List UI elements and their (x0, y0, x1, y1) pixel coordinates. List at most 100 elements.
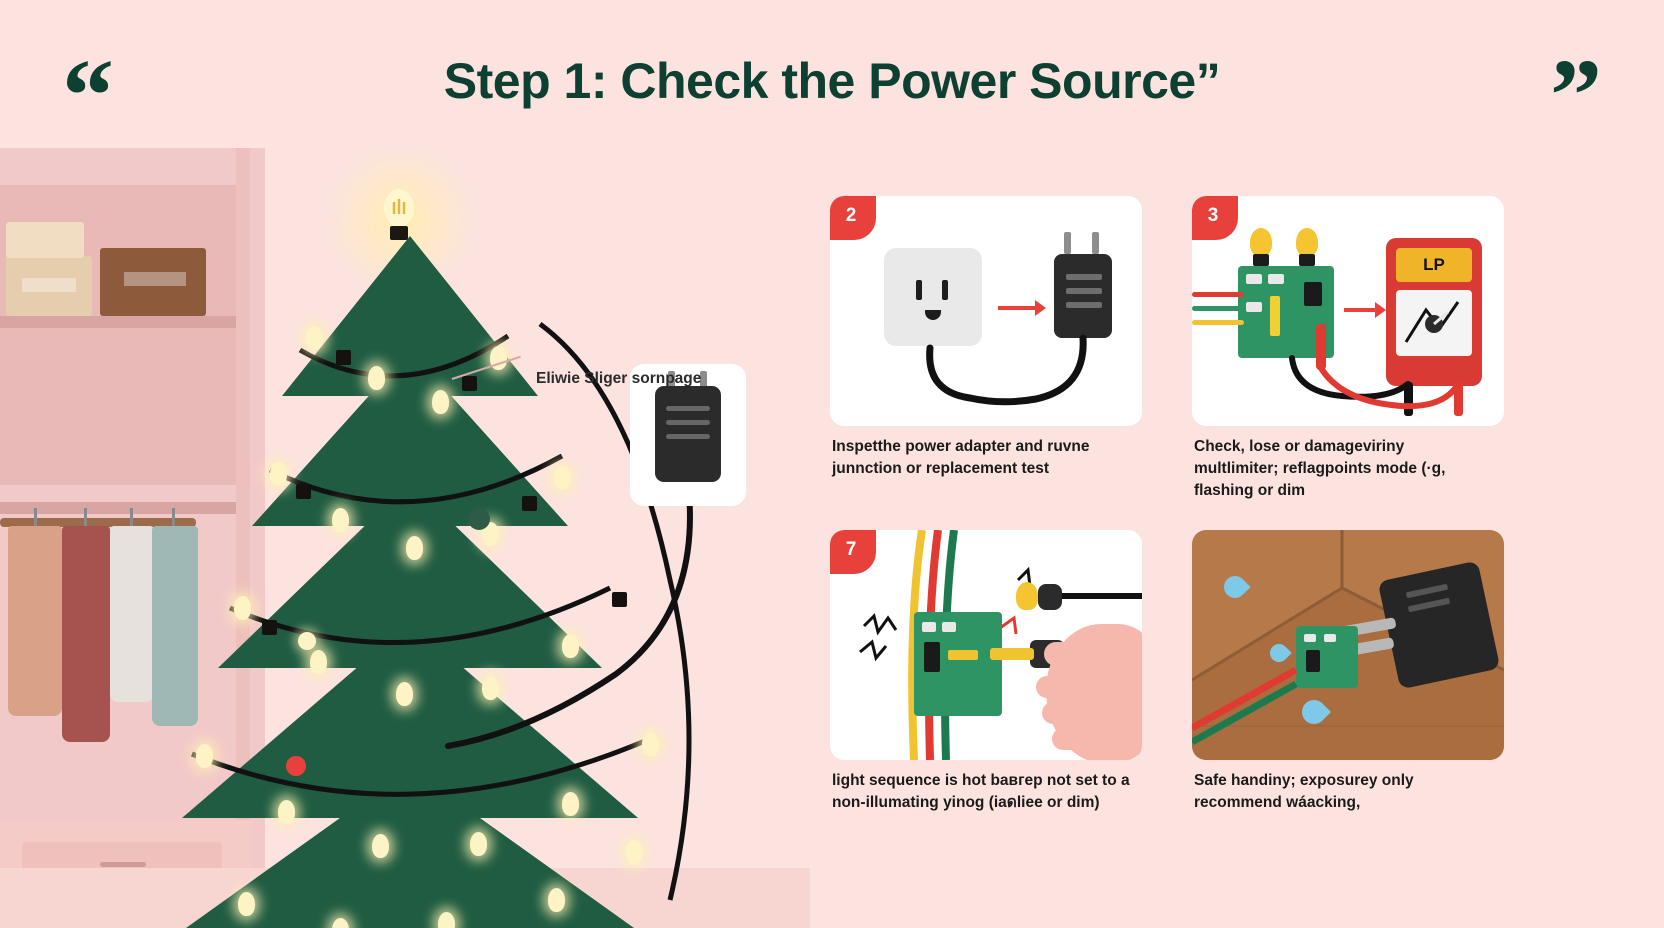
string-light (332, 508, 349, 532)
panel-step-7[interactable]: 7 light sequence is hot baвгер not set t… (830, 530, 1142, 860)
panel-2-caption: Inspetthe power adapter and ruvne junnct… (832, 436, 1144, 480)
string-light (548, 888, 565, 912)
panel-8-wires (1192, 666, 1298, 746)
panel-8-caption: Safe handiny; exposurey only recommend w… (1194, 770, 1506, 814)
string-light (554, 466, 571, 490)
adapter-vent (666, 406, 710, 411)
wire-green (1192, 306, 1244, 311)
panel-3-leads (1289, 355, 1461, 410)
probe-black (1404, 382, 1413, 416)
connector-pin (990, 648, 1034, 660)
panel-7-card: 7 (830, 530, 1142, 760)
panel-2-caption-line-2: junnction or replacement test (832, 460, 1050, 477)
string-light (372, 834, 389, 858)
panel-2-caption-line-1: Inspetthe power adapter and ruvne (832, 438, 1090, 455)
hanger-2 (84, 508, 87, 530)
garment-2 (62, 526, 110, 742)
hanger-3 (130, 508, 133, 530)
garment-3 (110, 526, 154, 702)
page-title: Step 1: Check the Power Source” (443, 53, 1221, 109)
plug-prong-right (1092, 232, 1099, 254)
string-light (310, 650, 327, 674)
string-light (562, 792, 579, 816)
string-light (270, 462, 287, 486)
flow-arrow-head (1035, 300, 1046, 316)
annotation-label: Eliwie Sliger sornpage (536, 370, 702, 387)
closet-tree-illustration: Eliwie Sliger sornpage (0, 130, 810, 928)
wire-yellow (1192, 320, 1244, 325)
string-light (306, 326, 323, 350)
finger-ring (1052, 728, 1106, 750)
panel-step-2[interactable]: 2 Inspetthe power adapter and ruvne junn… (830, 196, 1142, 526)
panel-8-caption-line-1: Safe handiny; exposurey only (1194, 772, 1414, 789)
pcb-chip (924, 642, 940, 672)
pcb-connector (948, 650, 978, 660)
adapter-vent (666, 434, 710, 439)
multimeter-screen: LP (1396, 248, 1472, 282)
mini-bulb-right-base (1299, 254, 1315, 266)
light-clip (296, 484, 311, 499)
adapter-prong-left (668, 371, 675, 389)
mini-bulb-left-base (1253, 254, 1269, 266)
closing-quote-mark: ” (1550, 38, 1602, 153)
closet-shelf-lower (0, 502, 250, 514)
string-light (396, 682, 413, 706)
storage-box-1-label (22, 278, 76, 292)
panel-7-caption: light sequence is hot baвгер not set to … (832, 770, 1144, 814)
adapter-prong-right (700, 371, 707, 389)
ornament-red (286, 756, 306, 776)
closet-rod (0, 518, 196, 527)
hanger-4 (172, 508, 175, 530)
panel-3-caption: Check, lose or damageviriny multlimiter;… (1194, 436, 1506, 502)
string-light (238, 892, 255, 916)
storage-box-2-label (124, 272, 186, 286)
mini-bulb-left (1250, 228, 1272, 256)
light-clip (262, 620, 277, 635)
pcb-pad (922, 622, 936, 632)
closet-shelf-upper (0, 316, 250, 328)
panel-8-caption-line-2: recommend wáacking, (1194, 794, 1361, 811)
panel-7-caption-line-1: light sequence is hot baвгер not set to … (832, 772, 1130, 789)
wall-outlet (884, 248, 982, 346)
string-light (626, 840, 643, 864)
panel-step-3[interactable]: LP 3 Check, lose or damageviriny multlim… (1192, 196, 1504, 526)
plug-body (1054, 254, 1112, 338)
christmas-tree (110, 140, 730, 928)
string-light (642, 732, 659, 756)
pcb-chip (1306, 650, 1320, 672)
wire-red (1192, 292, 1244, 297)
ornament-dark (468, 508, 490, 530)
string-light (406, 536, 423, 560)
string-light (278, 800, 295, 824)
light-string-wires (191, 321, 692, 901)
string-light (562, 634, 579, 658)
hanger-1 (34, 508, 37, 530)
outlet-slot-left (916, 280, 922, 300)
panel-7-badge: 7 (830, 530, 876, 574)
panel-2-cords (926, 334, 1087, 406)
multimeter-dial-icon (1404, 301, 1460, 343)
pcb-chip (1304, 282, 1322, 306)
string-light (432, 390, 449, 414)
plug-prong-left (1064, 232, 1071, 254)
mini-bulb (1016, 582, 1038, 610)
finger-index (1036, 676, 1106, 698)
pcb-pad (1304, 634, 1316, 642)
panel-step-8[interactable]: Safe handiny; exposurey only recommend w… (1192, 530, 1504, 860)
panel-3-caption-line-1: Check, lose or damageviriny (1194, 438, 1405, 455)
light-clip (522, 496, 537, 511)
pcb-pad (1246, 302, 1262, 312)
panel-7-caption-line-2: non-illumating yinog (iaดliеe or dim) (832, 794, 1100, 811)
string-light (470, 832, 487, 856)
pcb-resistor (1270, 296, 1280, 336)
panel-2-badge: 2 (830, 196, 876, 240)
light-clip (612, 592, 627, 607)
panel-3-badge: 3 (1192, 196, 1238, 240)
light-clip (462, 376, 477, 391)
panel-8-card (1192, 530, 1504, 760)
pcb-pad (1246, 274, 1262, 284)
panel-3-card: LP 3 (1192, 196, 1504, 426)
drawer-1-handle (100, 862, 146, 867)
outlet-ground (925, 310, 941, 320)
